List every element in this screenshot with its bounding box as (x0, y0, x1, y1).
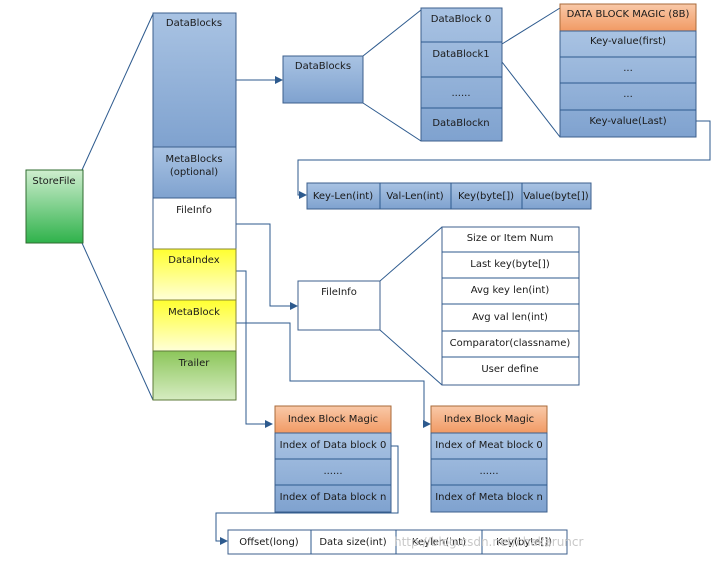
entry-field-datasize: Data size(int) (319, 537, 386, 548)
entry-field-key: Key(byte[]) (496, 537, 552, 548)
watermark: http://blog.csdn.net/chakaruncr (394, 535, 584, 549)
storefile-sections: DataBlocks MetaBlocks (optional) FileInf… (152, 12, 237, 401)
section-metablocks-label-2: (optional) (170, 167, 218, 178)
detail-kv-first: Key-value(first) (590, 36, 666, 47)
data-index-last: Index of Data block n (280, 492, 387, 503)
detail-ellipsis-1: ... (623, 63, 633, 74)
section-dataindex (152, 248, 237, 301)
datablocks-box: DataBlocks (282, 55, 364, 104)
kv-field-value: Value(byte[]) (523, 191, 589, 202)
entry-field-offset: Offset(long) (239, 537, 299, 548)
storefile-label: StoreFile (32, 176, 75, 187)
data-index-block: Index Block Magic Index of Data block 0 … (274, 405, 392, 513)
detail-magic: DATA BLOCK MAGIC (8B) (567, 9, 690, 20)
section-trailer (152, 350, 237, 401)
fileinfo-field-3: Avg val len(int) (472, 312, 548, 323)
detail-ellipsis-2: ... (623, 89, 633, 100)
meta-index-first: Index of Meat block 0 (435, 440, 543, 451)
section-metablock-label: MetaBlock (168, 307, 220, 318)
fileinfo-field-4: Comparator(classname) (450, 338, 571, 349)
data-index-ellipsis: ...... (323, 466, 342, 477)
meta-index-block: Index Block Magic Index of Meat block 0 … (430, 405, 548, 513)
fileinfo-field-2: Avg key len(int) (471, 285, 550, 296)
datablock-list: DataBlock 0 DataBlock1 ...... DataBlockn (420, 7, 503, 142)
kv-fields: Key-Len(int) Val-Len(int) Key(byte[]) Va… (306, 182, 592, 210)
datablocks-box-label: DataBlocks (295, 61, 351, 72)
section-metablock (152, 299, 237, 352)
section-fileinfo (152, 197, 237, 250)
fileinfo-field-1: Last key(byte[]) (470, 259, 550, 270)
meta-index-ellipsis: ...... (479, 466, 498, 477)
section-datablocks (152, 12, 237, 148)
fileinfo-field-0: Size or Item Num (467, 233, 554, 244)
detail-kv-last: Key-value(Last) (589, 116, 666, 127)
data-index-first: Index of Data block 0 (280, 440, 387, 451)
section-trailer-label: Trailer (178, 358, 211, 369)
section-datablocks-label: DataBlocks (166, 18, 222, 29)
meta-index-last: Index of Meta block n (435, 492, 543, 503)
connector-lines (81, 7, 711, 545)
fileinfo-fields: Size or Item Num Last key(byte[]) Avg ke… (441, 226, 580, 386)
section-metablocks (152, 146, 237, 199)
datablock-item-1: DataBlock1 (432, 49, 489, 60)
meta-index-magic: Index Block Magic (444, 414, 534, 425)
kv-field-key: Key(byte[]) (458, 191, 514, 202)
index-entry-fields: Offset(long) Data size(int) Keylen(int) … (227, 529, 568, 555)
entry-field-keylen: Keylen(int) (412, 537, 466, 548)
section-fileinfo-label: FileInfo (176, 205, 212, 216)
fileinfo-box: FileInfo (297, 280, 381, 331)
section-metablocks-label-1: MetaBlocks (165, 154, 222, 165)
fileinfo-box-label: FileInfo (321, 287, 357, 298)
datablock-item-2: ...... (451, 88, 470, 99)
data-index-magic: Index Block Magic (288, 414, 378, 425)
datablock-detail: DATA BLOCK MAGIC (8B) Key-value(first) .… (559, 3, 697, 138)
kv-field-vallen: Val-Len(int) (386, 191, 443, 202)
storefile-box: StoreFile (25, 169, 84, 244)
datablock-item-3: DataBlockn (432, 118, 489, 129)
section-dataindex-label: DataIndex (168, 255, 219, 266)
fileinfo-field-5: User define (481, 364, 538, 375)
datablock-item-0: DataBlock 0 (431, 14, 491, 25)
kv-field-keylen: Key-Len(int) (313, 191, 373, 202)
